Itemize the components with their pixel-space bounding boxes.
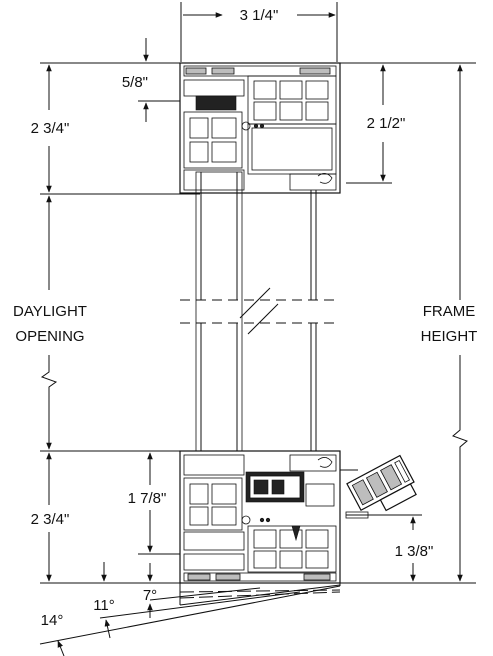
crank-handle: [346, 454, 417, 512]
sill-frame-profile: [179, 450, 341, 584]
angle-14-label: 14°: [41, 612, 64, 629]
sill-upper-label: 1 7/8": [128, 490, 167, 507]
height-label: HEIGHT: [421, 328, 478, 345]
extension-lines: [40, 62, 476, 584]
angle-7-label: 7°: [143, 587, 157, 604]
overall-width-dimension: 3 1/4": [180, 2, 338, 62]
break-lines: [180, 287, 340, 335]
top-offset-dimension: 5/8": [122, 38, 149, 122]
daylight-opening-dimension: DAYLIGHT OPENING: [13, 195, 87, 450]
sill-lower-label: 1 3/8": [395, 543, 434, 560]
glazing-panel: [195, 171, 317, 473]
opening-label: OPENING: [15, 328, 84, 345]
sill-height-label: 2 3/4": [31, 511, 70, 528]
operator-base: [345, 511, 369, 519]
head-height-dimension: 2 3/4": [31, 64, 70, 193]
daylight-label: DAYLIGHT: [13, 303, 87, 320]
overall-width-label: 3 1/4": [240, 7, 279, 24]
head-inner-label: 2 1/2": [367, 115, 406, 132]
sill-lower-dimension: 1 3/8": [395, 516, 434, 582]
angle-11-label: 11°: [93, 597, 115, 614]
top-offset-label: 5/8": [122, 74, 148, 91]
sill-upper-dimension: 1 7/8": [128, 452, 167, 553]
head-inner-dimension: 2 1/2": [367, 64, 406, 182]
sill-height-dimension: 2 3/4": [31, 452, 70, 582]
sill-slope-detail: 7° 11° 14°: [39, 562, 341, 656]
frame-label: FRAME: [423, 303, 476, 320]
frame-height-dimension: FRAME HEIGHT: [421, 64, 478, 582]
head-frame-profile: [179, 62, 341, 194]
head-height-label: 2 3/4": [31, 120, 70, 137]
